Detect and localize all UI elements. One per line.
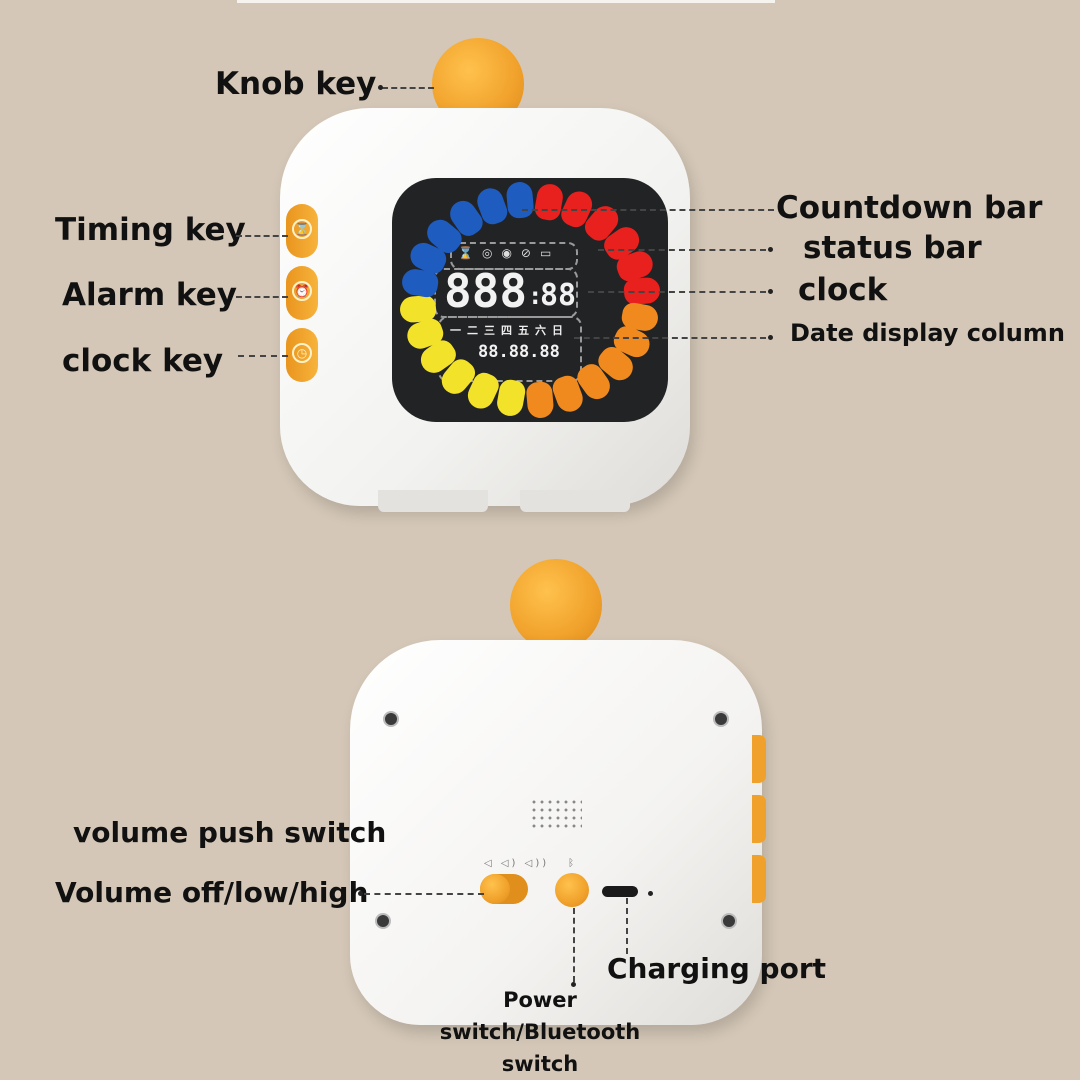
leader-dot [768, 289, 773, 294]
label-clock: clock [798, 272, 888, 308]
leader-line [236, 235, 288, 237]
countdown-segment [494, 378, 527, 419]
leader-dot [768, 335, 773, 340]
alarm-icon: ⏰ [292, 281, 312, 301]
side-key-tab [752, 795, 766, 843]
alarm-icon: ◎ [481, 246, 502, 260]
hourglass-icon: ⌛ [292, 219, 312, 239]
clock-minutes: 88 [540, 278, 577, 313]
clock-body-back [350, 640, 762, 1025]
top-bar [237, 0, 775, 3]
leader-line [626, 898, 628, 954]
weekday-4: 五 [518, 324, 529, 337]
volume-switch-thumb [480, 874, 510, 904]
weekday-0: 一 [450, 324, 461, 337]
clock-icon: ◷ [292, 343, 312, 363]
clock-icon: ◉ [501, 246, 521, 260]
label-volume-push-switch: volume push switch [73, 816, 387, 849]
leader-dot [378, 85, 383, 90]
hourglass-icon: ⌛ [458, 246, 482, 260]
leader-line [522, 209, 774, 211]
volume-icons: ◁ ◁) ◁)) [484, 858, 550, 869]
foot [520, 490, 630, 512]
weekday-5: 六 [535, 324, 546, 337]
power-button [555, 873, 589, 907]
indicator-light [648, 891, 653, 896]
weekday-3: 四 [501, 324, 512, 337]
label-line: switch/Bluetooth [439, 1020, 641, 1044]
leader-line [236, 296, 288, 298]
leader-line [238, 355, 288, 357]
label-status-bar: status bar [803, 230, 982, 266]
no-sound-icon: ⊘ [520, 246, 540, 260]
label-volume-off-low-high: Volume off/low/high [55, 876, 369, 909]
knob-key-back [510, 559, 602, 651]
volume-switch [480, 874, 528, 904]
countdown-segment [505, 181, 535, 220]
alarm-key-button: ⏰ [286, 266, 318, 320]
weekday-1: 二 [467, 324, 478, 337]
leader-line [364, 893, 484, 895]
label-date-display-column: Date display column [790, 319, 1065, 347]
foot [378, 490, 488, 512]
leader-line [574, 337, 766, 339]
clock-hours: 888 [444, 264, 528, 318]
leader-line [598, 249, 766, 251]
leader-line [573, 908, 575, 982]
screw [713, 711, 729, 727]
label-alarm-key: Alarm key [62, 277, 237, 313]
label-charging-port: Charging port [607, 952, 827, 985]
weekday-row: 一二三四五六日 [450, 322, 563, 338]
display-screen: ⌛◎◉⊘▭ 888 : 88 一二三四五六日 88.88.88 [392, 178, 668, 422]
speaker-grille [530, 798, 582, 832]
label-line: Power [503, 988, 577, 1012]
label-power-bluetooth-switch: Power switch/Bluetooth switch [430, 984, 650, 1080]
label-line: switch [501, 1052, 579, 1076]
usb-c-port [602, 886, 638, 897]
side-key-tab [752, 855, 766, 903]
bluetooth-icon: ᛒ [568, 858, 574, 869]
label-countdown-bar: Countdown bar [776, 190, 1043, 226]
leader-dot [571, 982, 576, 987]
screw [383, 711, 399, 727]
leader-dot [768, 247, 773, 252]
timing-key-button: ⌛ [286, 204, 318, 258]
status-icons: ⌛◎◉⊘▭ [458, 246, 560, 260]
label-clock-key: clock key [62, 343, 224, 379]
screw [721, 913, 737, 929]
side-key-tab [752, 735, 766, 783]
countdown-segment [399, 294, 438, 324]
leader-dot [358, 891, 363, 896]
label-knob-key: Knob key [215, 66, 377, 102]
leader-line [382, 87, 434, 89]
clock-colon: : [528, 282, 543, 310]
weekday-2: 三 [484, 324, 495, 337]
screw [375, 913, 391, 929]
leader-line [588, 291, 766, 293]
countdown-segment [525, 380, 555, 419]
label-timing-key: Timing key [55, 212, 246, 248]
battery-icon: ▭ [539, 246, 561, 260]
weekday-6: 日 [552, 324, 563, 337]
date-display: 88.88.88 [478, 342, 560, 362]
clock-key-button: ◷ [286, 328, 318, 382]
